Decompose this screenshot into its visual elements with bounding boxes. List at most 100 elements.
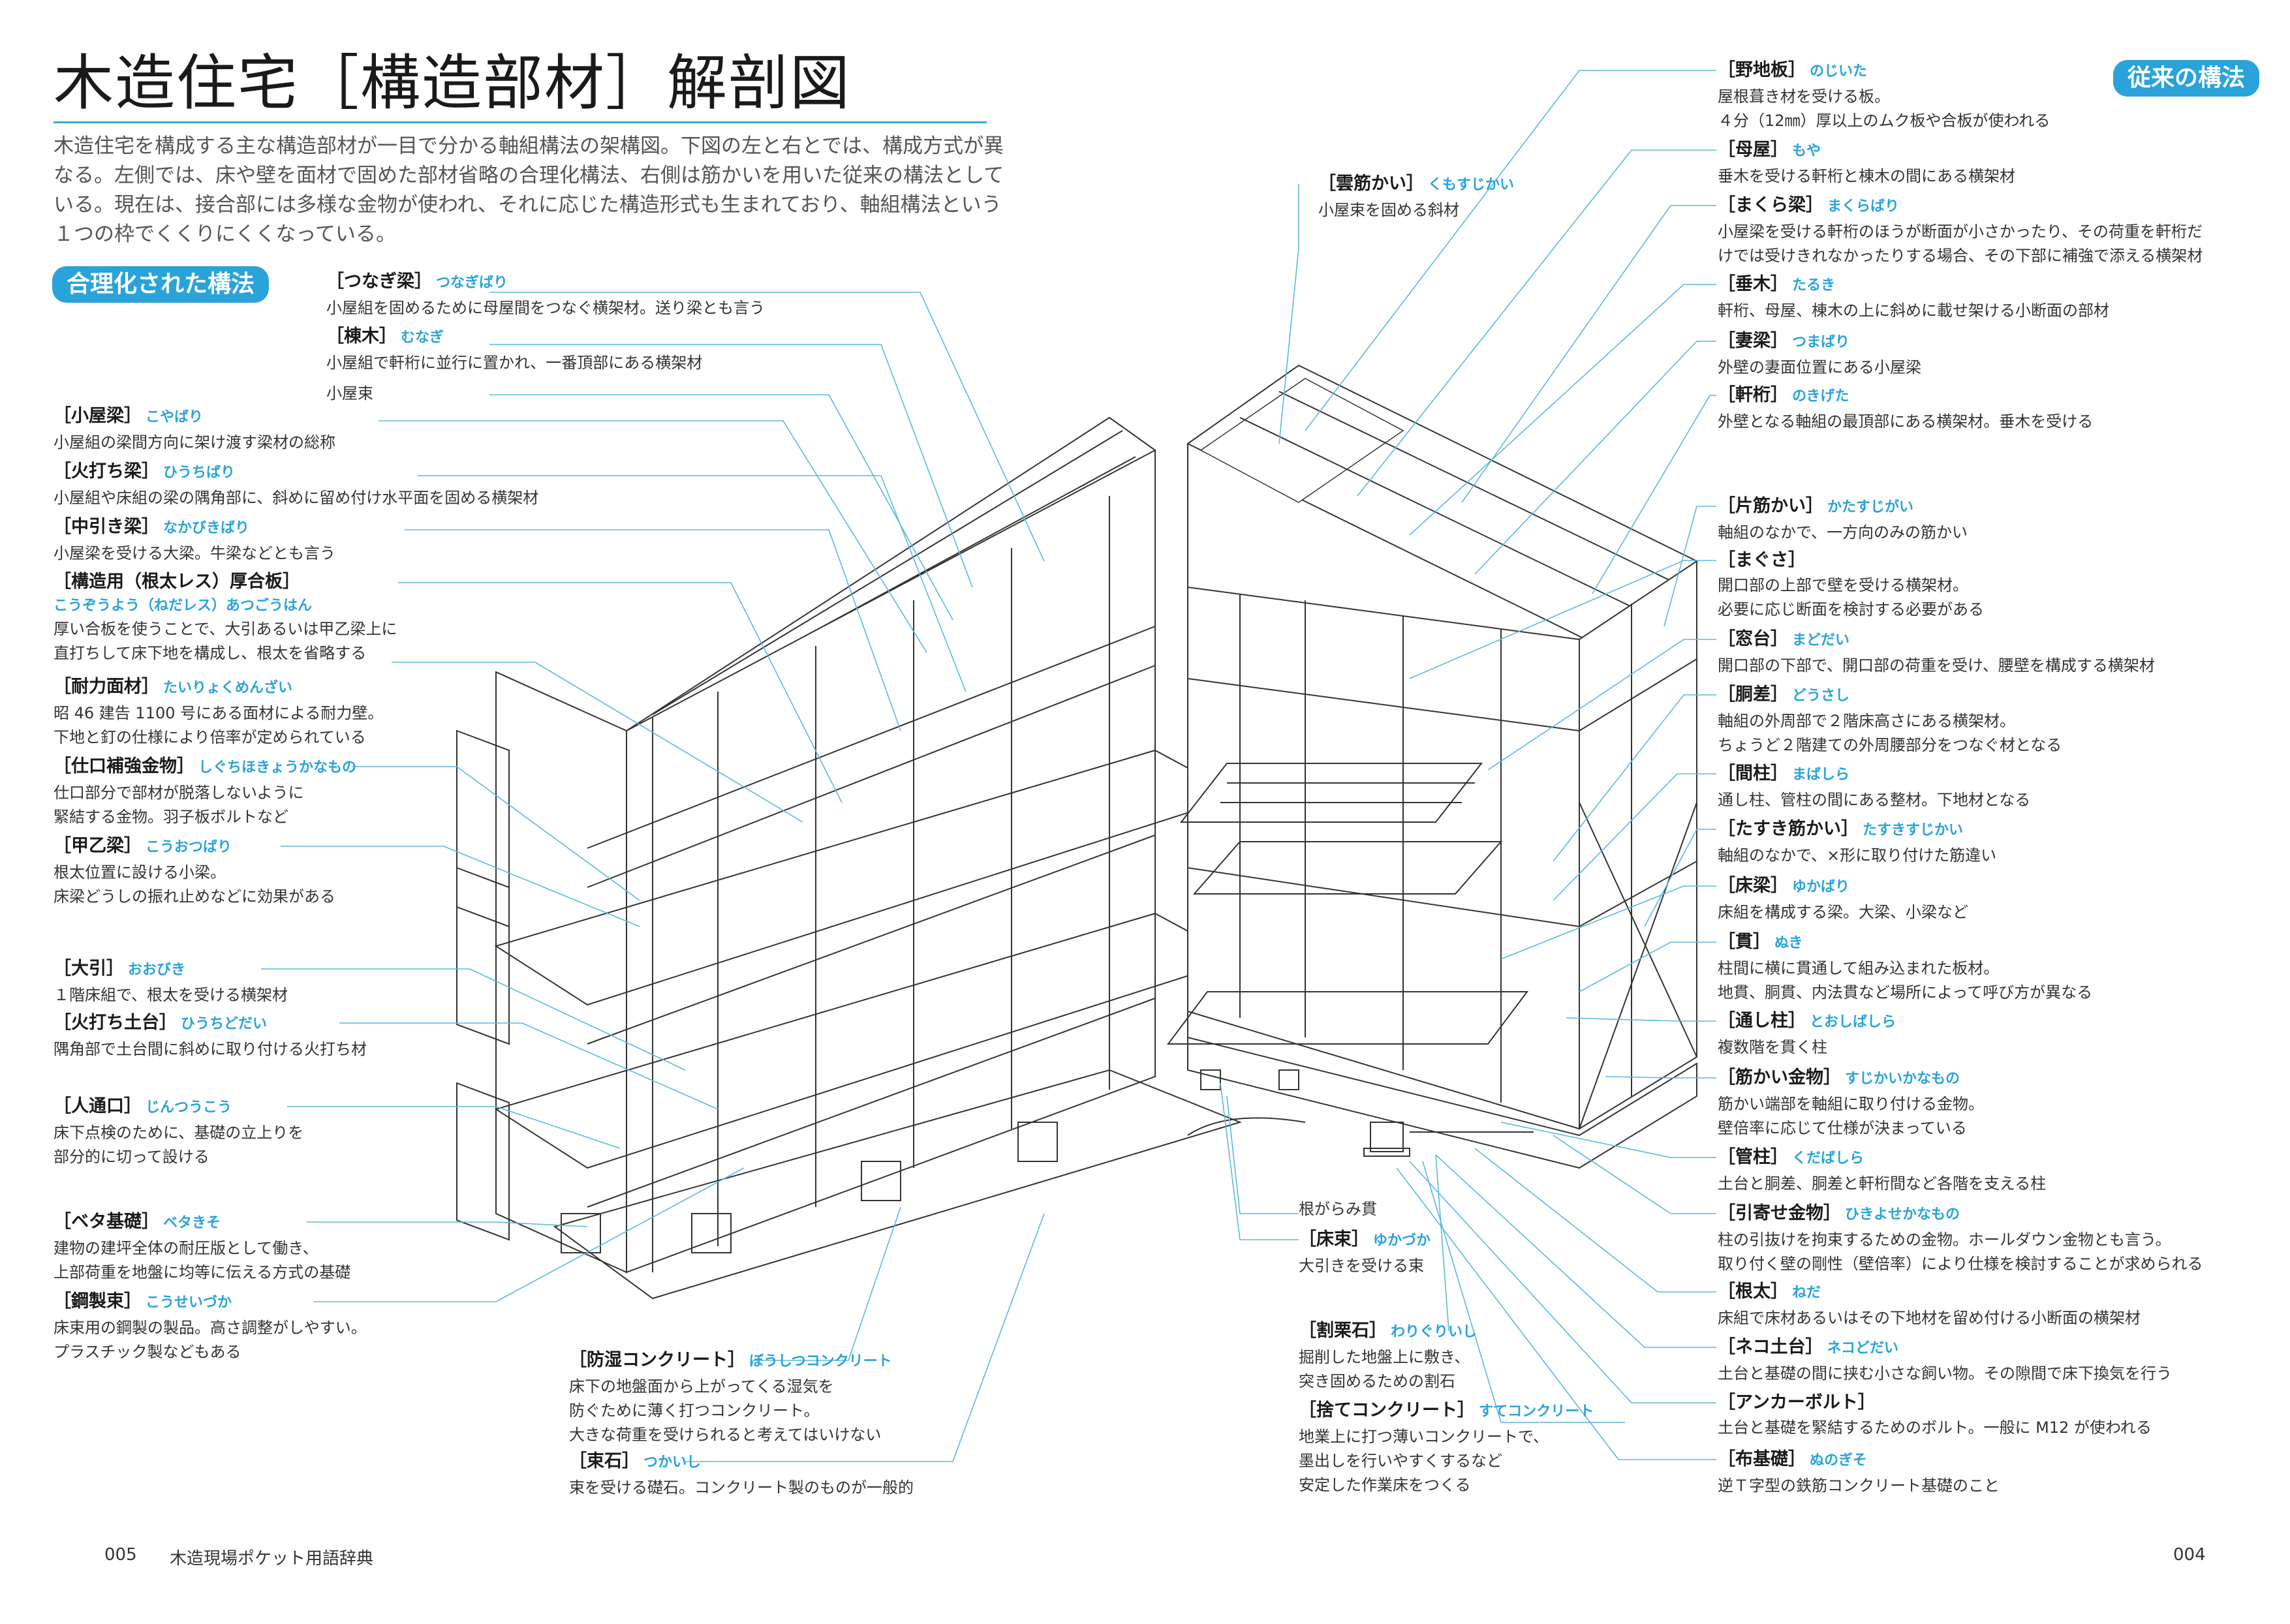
- term-desc: 小屋梁を受ける軒桁のほうが断面が小さかったり、その荷重を軒桁だ: [1718, 222, 2203, 241]
- term-desc: 小屋組や床組の梁の隅角部に、斜めに留め付け水平面を固める横架材: [54, 489, 539, 507]
- term-koya-bari: ［小屋梁］こやばり 小屋組の梁間方向に架け渡す梁材の総称: [54, 403, 335, 455]
- term-title: ［野地板］: [1718, 60, 1806, 80]
- term-title: ［防湿コンクリート］: [569, 1350, 745, 1370]
- term-reading: ゆかばり: [1792, 879, 1850, 895]
- term-tsunagi-bari: ［つなぎ梁］つなぎばり 小屋組を固めるために母屋間をつなぐ横架材。送り梁とも言う: [326, 269, 765, 320]
- term-desc: 軸組のなかで、一方向のみの筋かい: [1718, 523, 1968, 542]
- term-desc: 根がらみ貫: [1299, 1200, 1377, 1218]
- term-desc: 根太位置に設ける小梁。: [54, 863, 226, 881]
- term-desc: 大きな荷重を受けられると考えてはいけない: [569, 1426, 882, 1444]
- term-toshi-bashira: ［通し柱］とおしばしら 複数階を貫く柱: [1718, 1008, 1896, 1060]
- term-moya: ［母屋］もや 垂木を受ける軒桁と棟木の間にある横架材: [1718, 137, 2015, 189]
- term-title: ［間柱］: [1718, 763, 1788, 784]
- term-title: ［甲乙梁］: [54, 836, 142, 856]
- term-negarami-nuki: 根がらみ貫: [1299, 1197, 1377, 1221]
- term-desc: 開口部の上部で壁を受ける横架材。: [1718, 576, 1968, 594]
- term-title: ［仕口補強金物］: [54, 756, 194, 776]
- term-reading: こうおつばり: [146, 839, 232, 855]
- term-desc: 防ぐために薄く打つコンクリート。: [569, 1402, 820, 1420]
- term-desc: 軸組の外周部で２階床高さにある横架材。: [1718, 712, 2015, 730]
- term-desc: 地貫、胴貫、内法貫など場所によって呼び方が異なる: [1718, 983, 2093, 1002]
- term-title: ［小屋梁］: [54, 406, 142, 426]
- term-reading: ひうちどだい: [181, 1016, 268, 1032]
- term-desc: １階床組で、根太を受ける横架材: [54, 986, 288, 1004]
- term-title: ［片筋かい］: [1718, 496, 1823, 516]
- term-reading: まばしら: [1792, 767, 1850, 783]
- term-reading: つかいし: [643, 1454, 702, 1471]
- term-title: ［人通口］: [54, 1096, 142, 1116]
- term-title: ［捨てコンクリート］: [1299, 1400, 1475, 1420]
- term-reading: かたすじがい: [1827, 499, 1914, 515]
- term-desc: 外壁の妻面位置にある小屋梁: [1718, 358, 1921, 376]
- term-yuka-bari: ［床梁］ゆかばり 床組を構成する梁。大梁、小梁など: [1718, 873, 1968, 925]
- term-title: ［通し柱］: [1718, 1011, 1806, 1031]
- term-desc: 墨出しを行いやすくするなど: [1299, 1452, 1502, 1470]
- term-title: ［垂木］: [1718, 274, 1788, 294]
- intro-paragraph-1: 木造住宅を構成する主な構造部材が一目で分かる軸組構法の架構図。下図の左と右とでは…: [54, 134, 1004, 217]
- term-desc: 柱の引抜けを拘束するための金物。ホールダウン金物とも言う。: [1718, 1231, 2171, 1249]
- term-desc: 緊結する金物。羽子板ボルトなど: [54, 808, 288, 826]
- term-desc: ちょうど２階建ての外周腰部分をつなぐ材となる: [1718, 736, 2062, 754]
- term-desc: 小屋束: [326, 384, 373, 403]
- term-reading: どうさし: [1792, 688, 1850, 704]
- term-desc: 上部荷重を地盤に均等に伝える方式の基礎: [54, 1263, 351, 1281]
- term-title: ［布基礎］: [1718, 1449, 1806, 1469]
- term-shiguchi-hokyo-kanamono: ［仕口補強金物］しぐちほきょうかなもの 仕口部分で部材が脱落しないように 緊結す…: [54, 754, 356, 829]
- term-tsuma-bari: ［妻梁］つまばり 外壁の妻面位置にある小屋梁: [1718, 328, 1921, 380]
- term-kumo-sujikai: ［雲筋かい］くもすじかい 小屋束を固める斜材: [1318, 171, 1514, 222]
- term-reading: こうぞうよう（ねだレス）あつごうはん: [54, 598, 313, 614]
- term-title: ［つなぎ梁］: [326, 271, 432, 292]
- page-number-left: 005: [104, 1545, 137, 1565]
- term-wariguri-ishi: ［割栗石］わりぐりいし 掘削した地盤上に敷き、 突き固めるための割石: [1299, 1318, 1477, 1394]
- term-desc: 掘削した地盤上に敷き、: [1299, 1348, 1470, 1366]
- term-nojiita: ［野地板］のじいた 屋根葺き材を受ける板。 ４分（12㎜）厚以上のムク板や合板が…: [1718, 57, 2050, 133]
- intro-text: 木造住宅を構成する主な構造部材が一目で分かる軸組構法の架構図。下図の左と右とでは…: [54, 132, 1006, 249]
- term-reading: くだばしら: [1792, 1150, 1864, 1167]
- term-title: ［胴差］: [1718, 684, 1788, 705]
- term-desc: 小屋束を固める斜材: [1318, 201, 1459, 219]
- leader-lines: [261, 70, 1716, 1462]
- term-desc: 束を受ける礎石。コンクリート製のものが一般的: [569, 1478, 914, 1497]
- term-tsukaishi: ［束石］つかいし 束を受ける礎石。コンクリート製のものが一般的: [569, 1448, 914, 1500]
- term-desc: 垂木を受ける軒桁と棟木の間にある横架材: [1718, 167, 2015, 185]
- term-reading: たいりょくめんざい: [163, 680, 293, 696]
- term-reading: ネコどだい: [1827, 1340, 1899, 1356]
- term-desc: 小屋組の梁間方向に架け渡す梁材の総称: [54, 433, 335, 452]
- term-taruki: ［垂木］たるき 軒桁、母屋、棟木の上に斜めに載せ架ける小断面の部材: [1718, 271, 2109, 323]
- term-reading: ねだ: [1792, 1285, 1821, 1301]
- term-title: ［根太］: [1718, 1281, 1788, 1302]
- term-title: ［中引き梁］: [54, 517, 159, 537]
- term-desc: 厚い合板を使うことで、大引あるいは甲乙梁上に: [54, 620, 397, 638]
- term-title: ［雲筋かい］: [1318, 174, 1424, 194]
- term-desc: 突き固めるための割石: [1299, 1372, 1455, 1390]
- term-nuki: ［貫］ぬき 柱間に横に貫通して組み込まれた板材。 地貫、胴貫、内法貫など場所によ…: [1718, 929, 2092, 1005]
- term-title: ［管柱］: [1718, 1147, 1788, 1167]
- term-desc: 土台と基礎を緊結するためのボルト。一般に M12 が使われる: [1718, 1418, 2152, 1437]
- term-title: ［妻梁］: [1718, 331, 1788, 351]
- term-desc: 床下の地盤面から上がってくる湿気を: [569, 1377, 834, 1396]
- term-desc: けでは受けきれなかったりする場合、その下部に補強で添える横架材: [1718, 247, 2203, 265]
- term-makura-bari: ［まくら梁］まくらばり 小屋梁を受ける軒桁のほうが断面が小さかったり、その荷重を…: [1718, 192, 2203, 268]
- term-reading: ベタきそ: [163, 1215, 221, 1231]
- term-desc: 取り付く壁の剛性（壁倍率）により仕様を検討することが求められる: [1718, 1255, 2203, 1273]
- term-sujikai-kanamono: ［筋かい金物］すじかいかなもの 筋かい端部を軸組に取り付ける金物。 壁倍率に応じ…: [1718, 1065, 1984, 1141]
- term-title: ［軒桁］: [1718, 385, 1788, 405]
- term-desc: 外壁となる軸組の最頂部にある横架材。垂木を受ける: [1718, 412, 2094, 431]
- term-desc: 床組で床材あるいはその下地材を留め付ける小断面の横架材: [1718, 1309, 2141, 1327]
- term-nuno-kiso: ［布基礎］ぬのぎそ 逆Ｔ字型の鉄筋コンクリート基礎のこと: [1718, 1447, 2000, 1498]
- term-hiuchi-dodai: ［火打ち土台］ひうちどだい 隅角部で土台間に斜めに取り付ける火打ち材: [54, 1010, 367, 1062]
- term-yukazuka: ［床束］ゆかづか 大引きを受ける束: [1299, 1227, 1431, 1278]
- term-reading: すてコンクリート: [1479, 1403, 1594, 1420]
- term-reading: ひうちばり: [163, 465, 236, 481]
- term-title: ［鋼製束］: [54, 1291, 142, 1311]
- term-tasuki-sujikai: ［たすき筋かい］たすきすじかい 軸組のなかで、×形に取り付けた筋違い: [1718, 816, 1996, 868]
- term-hikiyose-kanamono: ［引寄せ金物］ひきよせかなもの 柱の引抜けを拘束するための金物。ホールダウン金物…: [1718, 1201, 2203, 1276]
- term-reading: ぼうしつコンクリート: [749, 1353, 892, 1370]
- term-desc: プラスチック製などもある: [54, 1343, 241, 1361]
- term-title: ［ベタ基礎］: [54, 1212, 159, 1232]
- term-desc: 床組を構成する梁。大梁、小梁など: [1718, 903, 1968, 921]
- term-dosashi: ［胴差］どうさし 軸組の外周部で２階床高さにある横架材。 ちょうど２階建ての外周…: [1718, 682, 2062, 758]
- term-reading: こやばり: [146, 409, 204, 425]
- term-neko-dodai: ［ネコ土台］ネコどだい 土台と基礎の間に挟む小さな飼い物。その隙間で床下換気を行…: [1718, 1334, 2172, 1386]
- term-desc: 床下点検のために、基礎の立上りを: [54, 1124, 304, 1142]
